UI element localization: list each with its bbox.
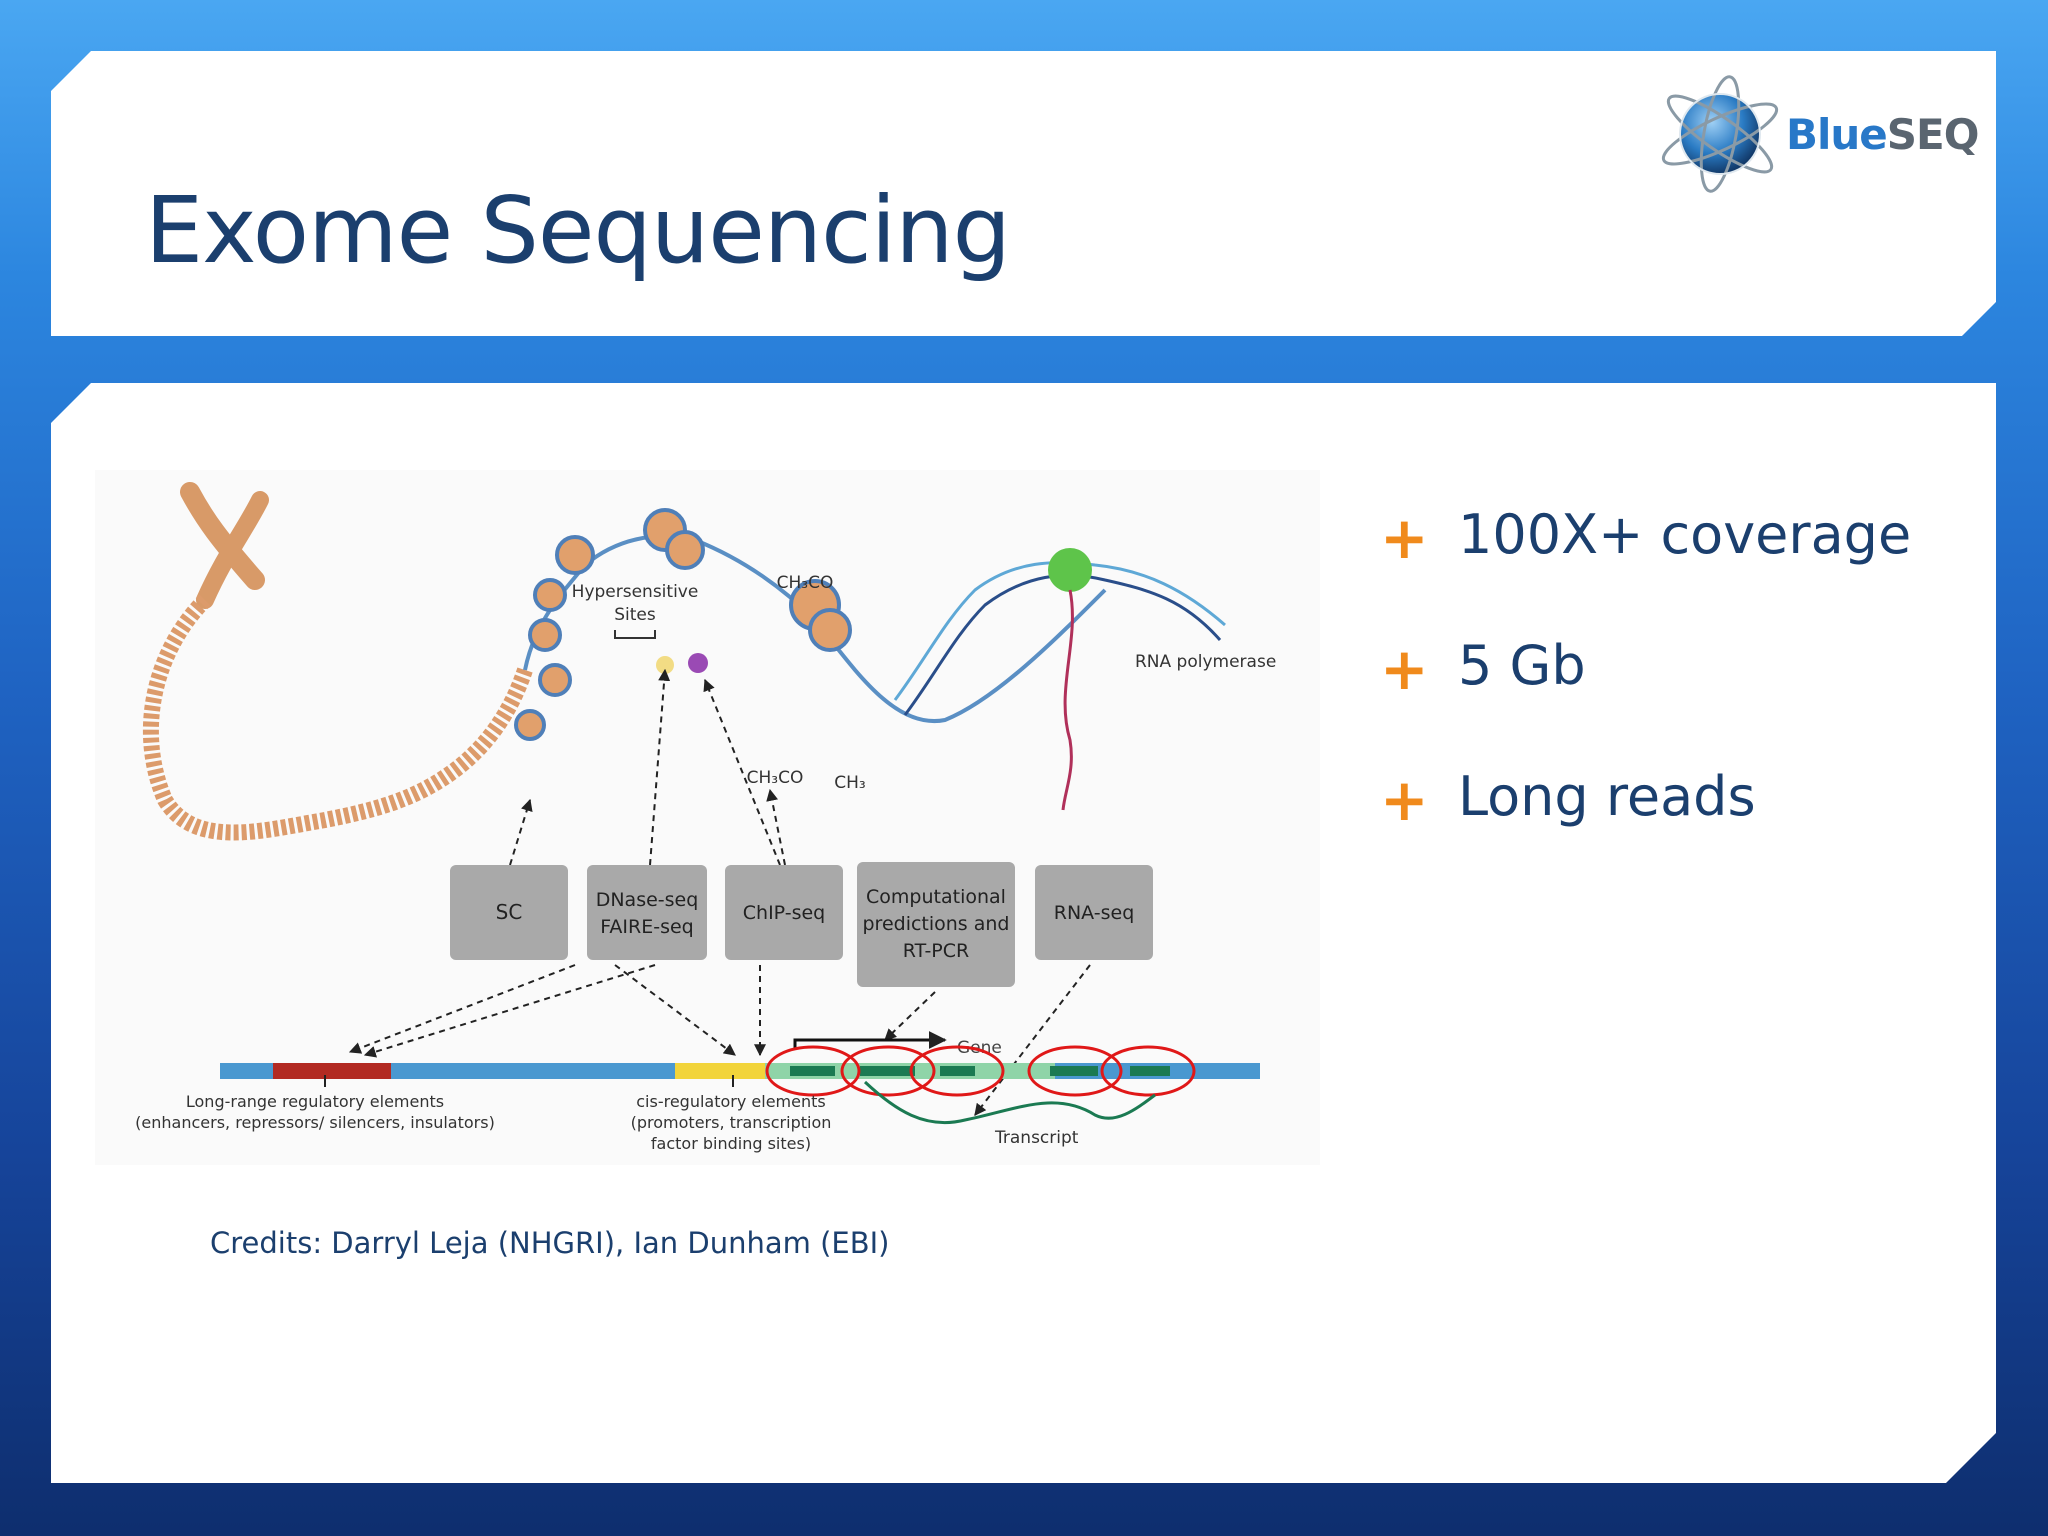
blueseq-logo: BlueSEQ <box>1650 72 1979 202</box>
title-panel <box>51 51 1996 336</box>
plus-icon: + <box>1380 504 1429 572</box>
protein-marker <box>688 653 708 673</box>
hypersensitive-site <box>656 656 674 674</box>
gene-arrow <box>793 1031 947 1050</box>
plus-icon: + <box>1380 766 1429 834</box>
svg-text:RT-PCR: RT-PCR <box>903 940 969 962</box>
gene-regulation-figure: Hypersensitive Sites CH₃CO CH₃CO CH₃ RNA… <box>95 470 1320 1165</box>
assay-box-rna: RNA-seq <box>1035 865 1153 960</box>
assay-box-dnase: DNase-seq FAIRE-seq <box>587 865 707 960</box>
svg-text:DNase-seq: DNase-seq <box>596 889 699 911</box>
cis-sub-label-1: (promoters, transcription <box>631 1113 832 1132</box>
transcript-label: Transcript <box>994 1128 1079 1148</box>
transcript-curve <box>863 1080 1156 1125</box>
double-helix <box>893 561 1226 716</box>
bullet-item: + 100X+ coverage <box>1380 505 1911 636</box>
ch3-label: CH₃ <box>834 773 865 793</box>
ch3co-bottom-label: CH₃CO <box>747 768 804 788</box>
slide-title: Exome Sequencing <box>145 177 1011 284</box>
genome-bar <box>220 1063 1260 1079</box>
cis-sub-label-2: factor binding sites) <box>651 1134 811 1153</box>
nucleosomes <box>514 508 852 741</box>
bullet-list: + 100X+ coverage + 5 Gb + Long reads <box>1380 505 1911 898</box>
svg-text:Computational: Computational <box>866 886 1006 908</box>
chromosome-icon <box>180 482 269 609</box>
exon-highlight-circles <box>765 1045 1196 1097</box>
sites-label: Sites <box>614 605 656 625</box>
cis-label: cis-regulatory elements <box>636 1092 825 1111</box>
bullet-text: 100X+ coverage <box>1458 503 1912 566</box>
hypersensitive-label: Hypersensitive <box>572 582 699 602</box>
assay-box-chip: ChIP-seq <box>725 865 843 960</box>
chromatin-fiber <box>142 594 533 841</box>
assay-box-computational: Computational predictions and RT-PCR <box>857 862 1015 987</box>
rna-polymerase-icon <box>1048 548 1092 592</box>
long-range-label: Long-range regulatory elements <box>186 1092 444 1111</box>
svg-text:FAIRE-seq: FAIRE-seq <box>600 916 694 938</box>
svg-text:ChIP-seq: ChIP-seq <box>743 902 825 924</box>
svg-text:RNA-seq: RNA-seq <box>1054 902 1135 924</box>
credits-text: Credits: Darryl Leja (NHGRI), Ian Dunham… <box>210 1226 890 1260</box>
svg-text:SC: SC <box>496 900 523 924</box>
bullet-text: Long reads <box>1458 765 1756 828</box>
long-range-sub-label: (enhancers, repressors/ silencers, insul… <box>135 1113 495 1132</box>
globe-icon <box>1661 75 1779 193</box>
svg-text:predictions and: predictions and <box>862 913 1009 935</box>
plus-icon: + <box>1380 635 1429 703</box>
bullet-item: + Long reads <box>1380 767 1911 898</box>
long-range-element <box>273 1063 391 1079</box>
assay-box-sc: SC <box>450 865 568 960</box>
rna-strand <box>1061 589 1074 811</box>
bullet-item: + 5 Gb <box>1380 636 1911 767</box>
cis-element <box>675 1063 765 1079</box>
bullet-text: 5 Gb <box>1458 634 1586 697</box>
ch3co-top-label: CH₃CO <box>777 573 834 593</box>
logo-text: BlueSEQ <box>1786 110 1979 159</box>
rna-polymerase-label: RNA polymerase <box>1135 652 1276 672</box>
